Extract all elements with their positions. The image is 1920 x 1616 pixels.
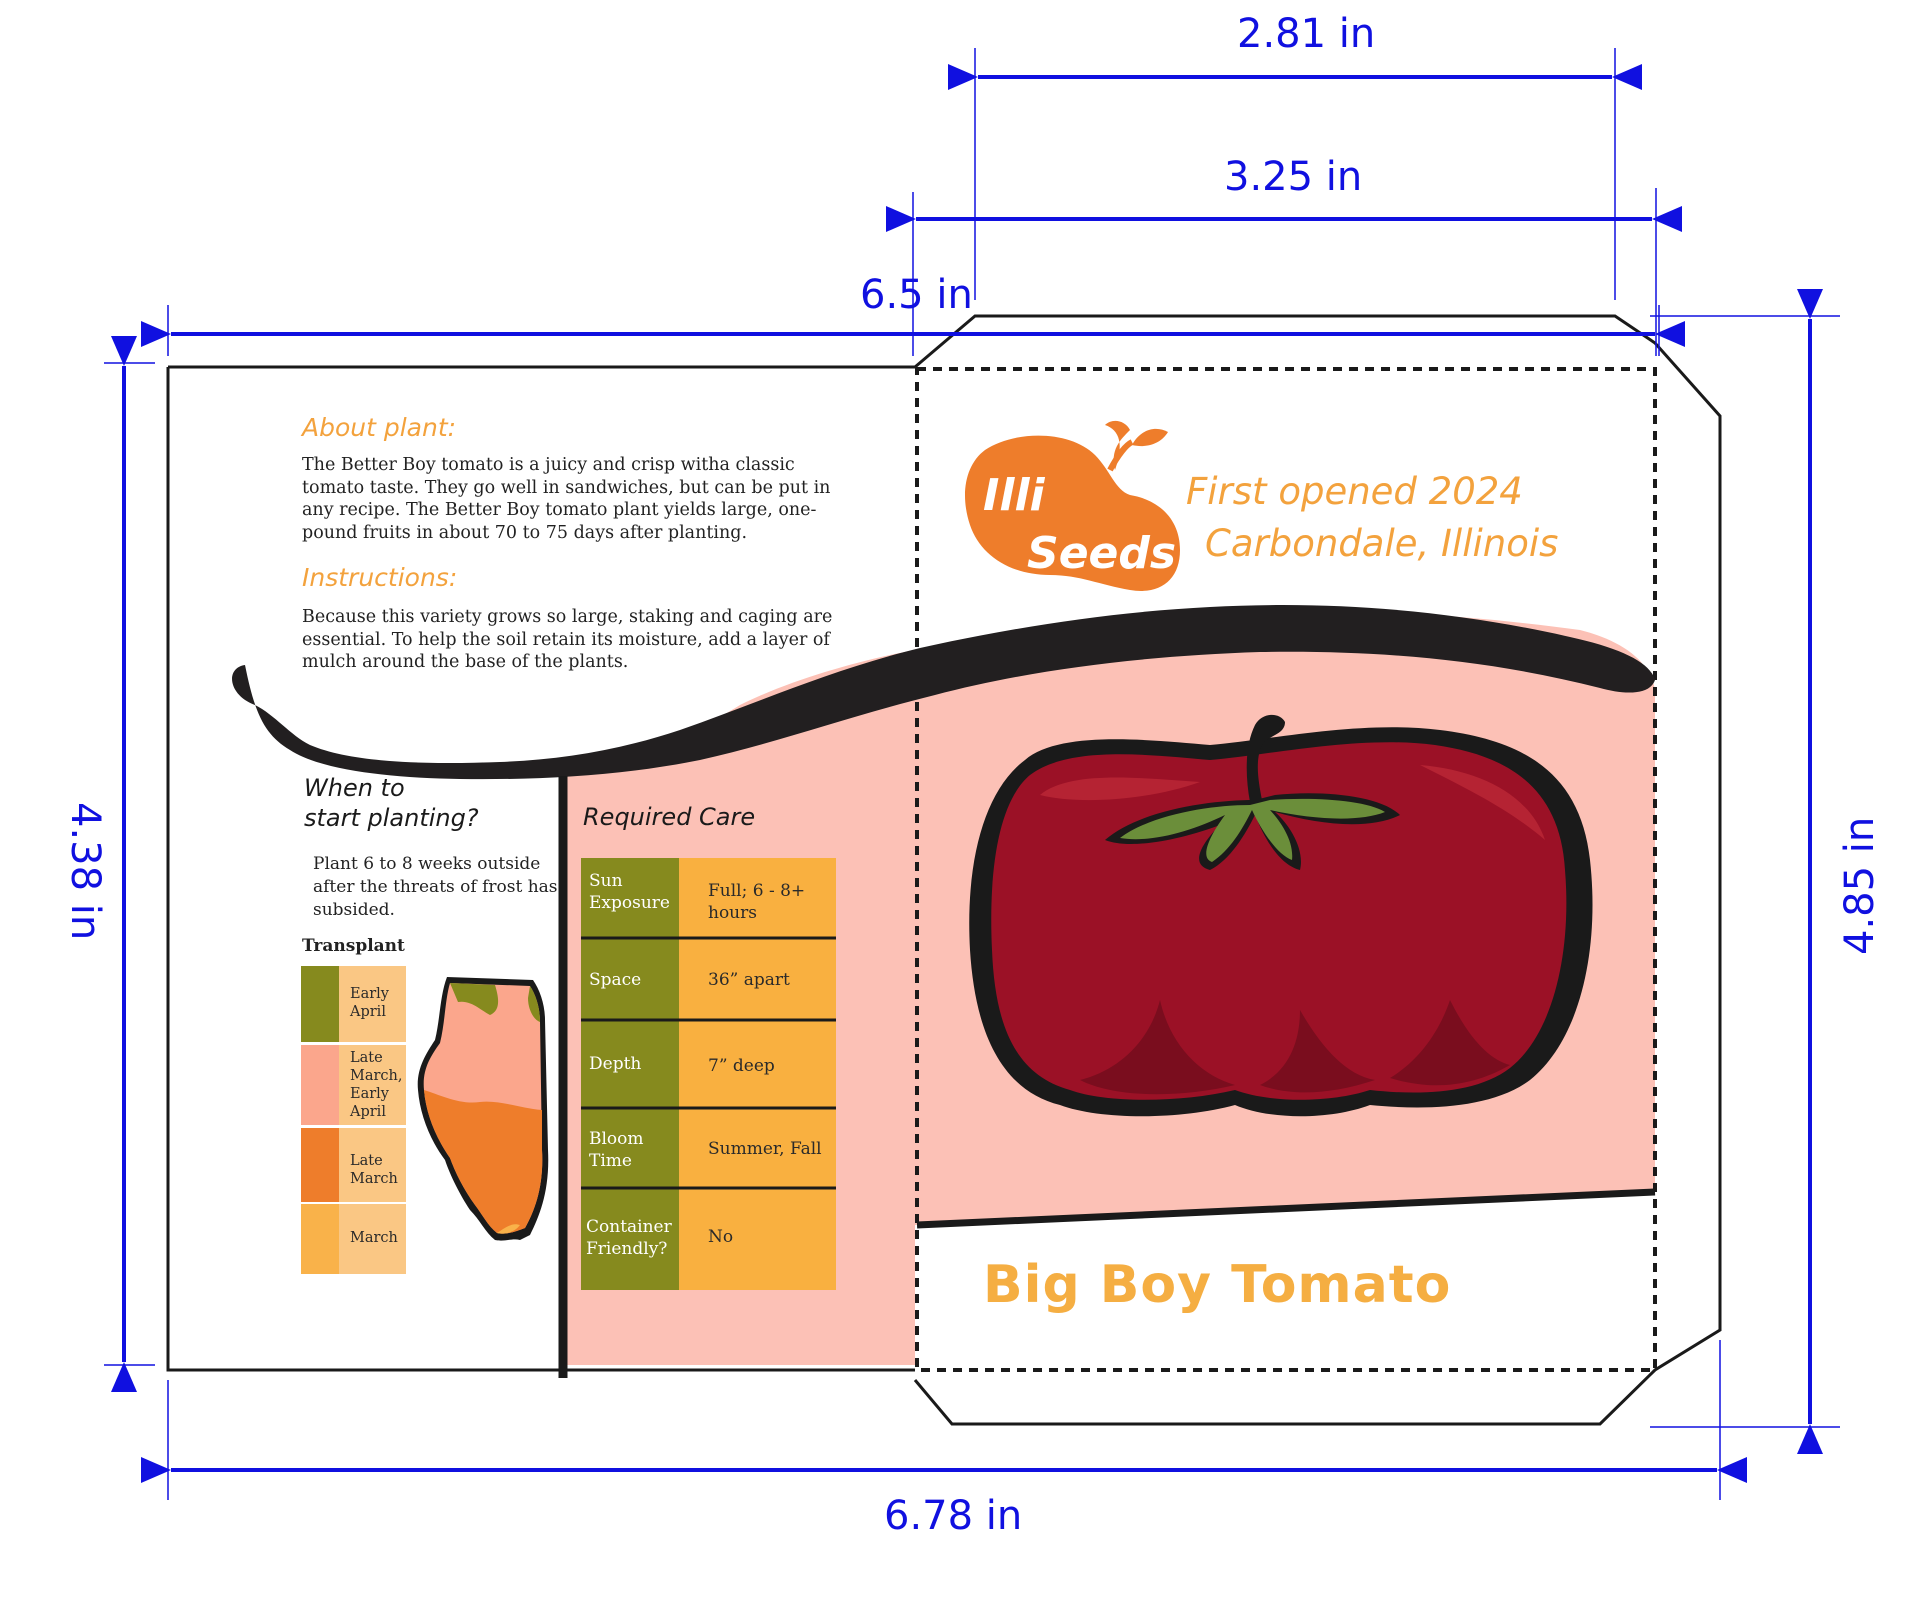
front-panel-dashed-border (915, 367, 1657, 1372)
care-label-sun-exposure: Sun Exposure (589, 871, 670, 913)
legend-label-late-march-early-april: Late March, Early April (350, 1050, 403, 1120)
care-table-backdrop (581, 858, 836, 1290)
care-value-depth: 7” deep (708, 1056, 775, 1076)
care-label-depth: Depth (589, 1054, 642, 1074)
transplant-legend-swatches (301, 966, 406, 1274)
care-value-container-friendly: No (708, 1227, 734, 1247)
about-heading: About plant: (302, 413, 457, 442)
care-value-bloom-time: Summer, Fall (708, 1139, 822, 1159)
instructions-text: Because this variety grows so large, sta… (302, 607, 833, 672)
dimension-label-2-81: 2.81 in (1237, 11, 1376, 57)
brand-location-line: Carbondale, Illinois (1205, 522, 1559, 565)
care-heading: Required Care (583, 803, 756, 831)
care-label-container-friendly: Container Friendly? (586, 1217, 672, 1259)
logo-blob (965, 420, 1180, 591)
logo-text-illi: Illi (983, 470, 1045, 521)
product-name: Big Boy Tomato (983, 1255, 1452, 1315)
packet-outline (166, 314, 1722, 1426)
planting-text: Plant 6 to 8 weeks outside after the thr… (313, 854, 558, 920)
illinois-map (417, 977, 549, 1241)
transplant-title: Transplant (302, 936, 405, 956)
legend-label-late-march: Late March (350, 1153, 398, 1187)
brand-opened-line: First opened 2024 (1186, 470, 1523, 513)
front-band-line (916, 1188, 1656, 1229)
care-label-space: Space (589, 970, 642, 990)
dimension-label-4-85: 4.85 in (1837, 816, 1883, 955)
legend-label-march: March (350, 1230, 398, 1246)
planting-heading-line2: start planting? (304, 804, 479, 832)
instructions-heading: Instructions: (302, 563, 458, 592)
dimension-label-4-38: 4.38 in (62, 802, 108, 941)
logo-text-seeds: Seeds (1027, 528, 1177, 579)
tomato-illustration (969, 714, 1593, 1117)
care-label-bloom-time: Bloom Time (589, 1129, 644, 1171)
dimension-label-3-25: 3.25 in (1224, 154, 1363, 200)
dimension-lines (104, 48, 1840, 1500)
care-value-sun-exposure: Full; 6 - 8+ hours (708, 881, 806, 923)
swoosh-stroke (232, 605, 1655, 780)
dimension-label-6-5: 6.5 in (860, 272, 973, 318)
dimension-label-6-78: 6.78 in (884, 1493, 1023, 1539)
about-text: The Better Boy tomato is a juicy and cri… (302, 455, 831, 543)
legend-label-early-april: Early April (350, 986, 389, 1020)
care-value-space: 36” apart (708, 970, 790, 990)
planting-heading-line1: When to (304, 774, 405, 802)
